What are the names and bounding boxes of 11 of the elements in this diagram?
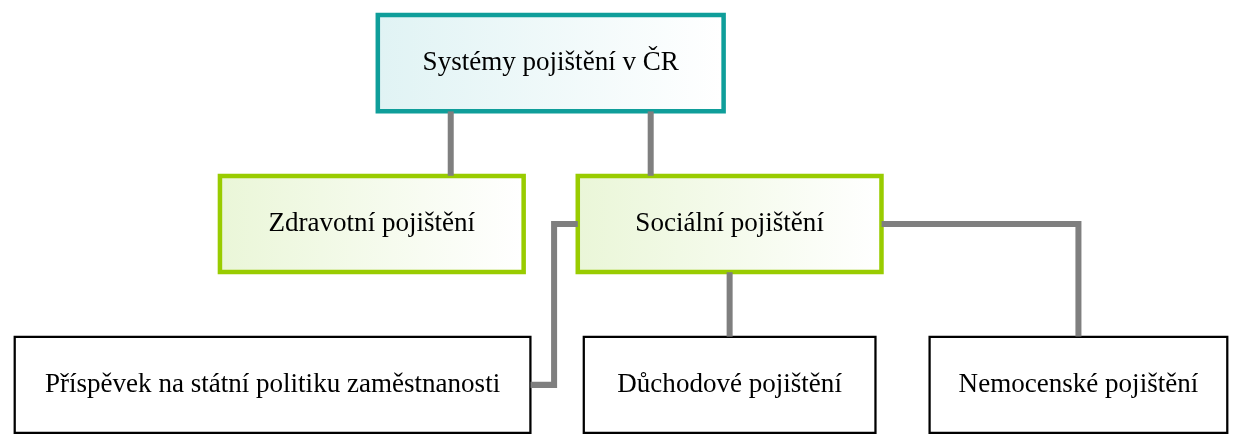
connector xyxy=(726,272,733,337)
connector xyxy=(530,221,578,388)
node-box: Sociální pojištění xyxy=(575,173,884,275)
node-box: Zdravotní pojištění xyxy=(217,173,526,275)
node-box: Příspěvek na státní politiku zaměstnanosti xyxy=(13,335,532,435)
node-box: Systémy pojištění v ČR xyxy=(375,12,726,114)
connector xyxy=(447,111,454,176)
connector xyxy=(881,221,1082,337)
connector xyxy=(647,111,654,176)
node-box: Nemocenské pojištění xyxy=(928,335,1229,435)
node-box: Důchodové pojištění xyxy=(582,335,877,435)
